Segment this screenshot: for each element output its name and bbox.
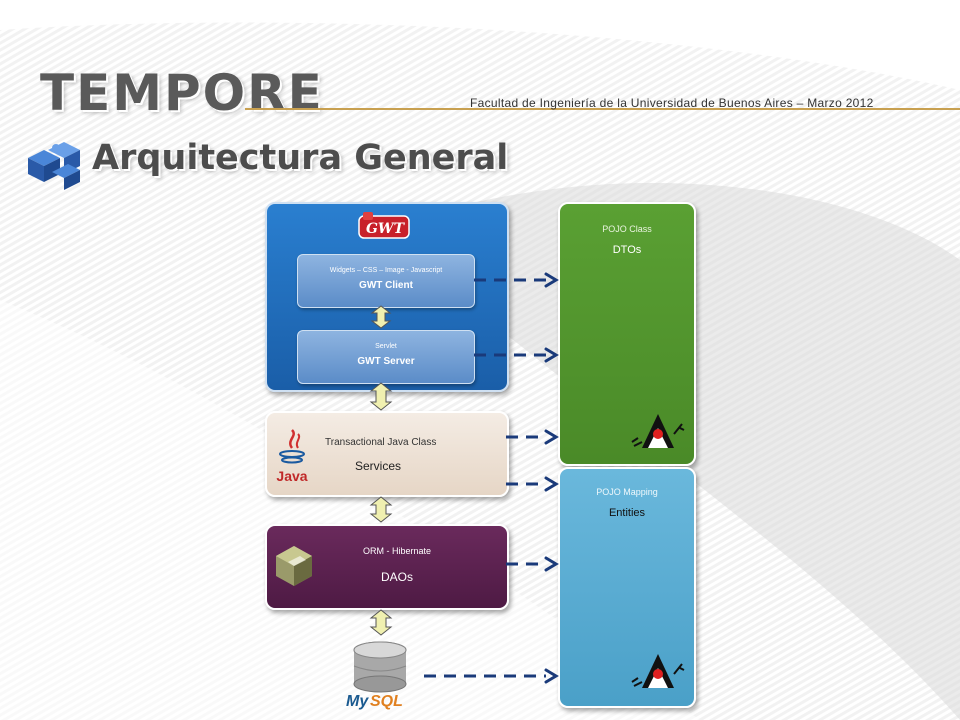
java-logo-icon: Java bbox=[276, 429, 308, 484]
gwt-client-box: Widgets – CSS – Image - Javascript GWT C… bbox=[297, 254, 475, 308]
daos-sub: ORM - Hibernate bbox=[362, 546, 432, 556]
entities-label: Entities bbox=[608, 507, 646, 519]
services-panel: Transactional Java Class Services bbox=[265, 411, 509, 497]
hibernate-logo-icon bbox=[276, 546, 312, 586]
mysql-database-icon: My SQL bbox=[346, 641, 407, 710]
gwt-logo-icon: GWT bbox=[358, 212, 410, 239]
mysql-logo-my: My bbox=[346, 693, 369, 710]
slide-title: TEMPORE bbox=[40, 64, 324, 122]
java-logo-text: Java bbox=[276, 468, 307, 484]
daos-label: DAOs bbox=[380, 570, 413, 584]
services-label: Services bbox=[355, 459, 402, 473]
entities-sub: POJO Mapping bbox=[596, 487, 658, 497]
dtos-label: DTOs bbox=[612, 244, 642, 256]
gwt-server-sub: Servlet bbox=[375, 343, 397, 350]
services-sub: Transactional Java Class bbox=[325, 437, 437, 448]
title-rule bbox=[245, 108, 960, 110]
entities-panel: POJO Mapping Entities bbox=[558, 467, 696, 708]
dtos-panel: POJO Class DTOs bbox=[558, 202, 696, 466]
duke-mascot-icon bbox=[631, 414, 685, 448]
gwt-server-box: Servlet GWT Server bbox=[297, 330, 475, 384]
mysql-logo-sql: SQL bbox=[370, 693, 403, 710]
gwt-client-label: GWT Client bbox=[359, 280, 413, 291]
slide-subtitle: Arquitectura General bbox=[92, 138, 509, 178]
duke-mascot-icon bbox=[631, 654, 685, 688]
gwt-server-label: GWT Server bbox=[357, 356, 415, 367]
gwt-client-sub: Widgets – CSS – Image - Javascript bbox=[329, 267, 443, 274]
dtos-sub: POJO Class bbox=[602, 224, 652, 234]
gwt-logo-text: GWT bbox=[366, 221, 406, 237]
faculty-caption: Facultad de Ingeniería de la Universidad… bbox=[470, 96, 874, 110]
puzzle-icon bbox=[28, 142, 80, 190]
